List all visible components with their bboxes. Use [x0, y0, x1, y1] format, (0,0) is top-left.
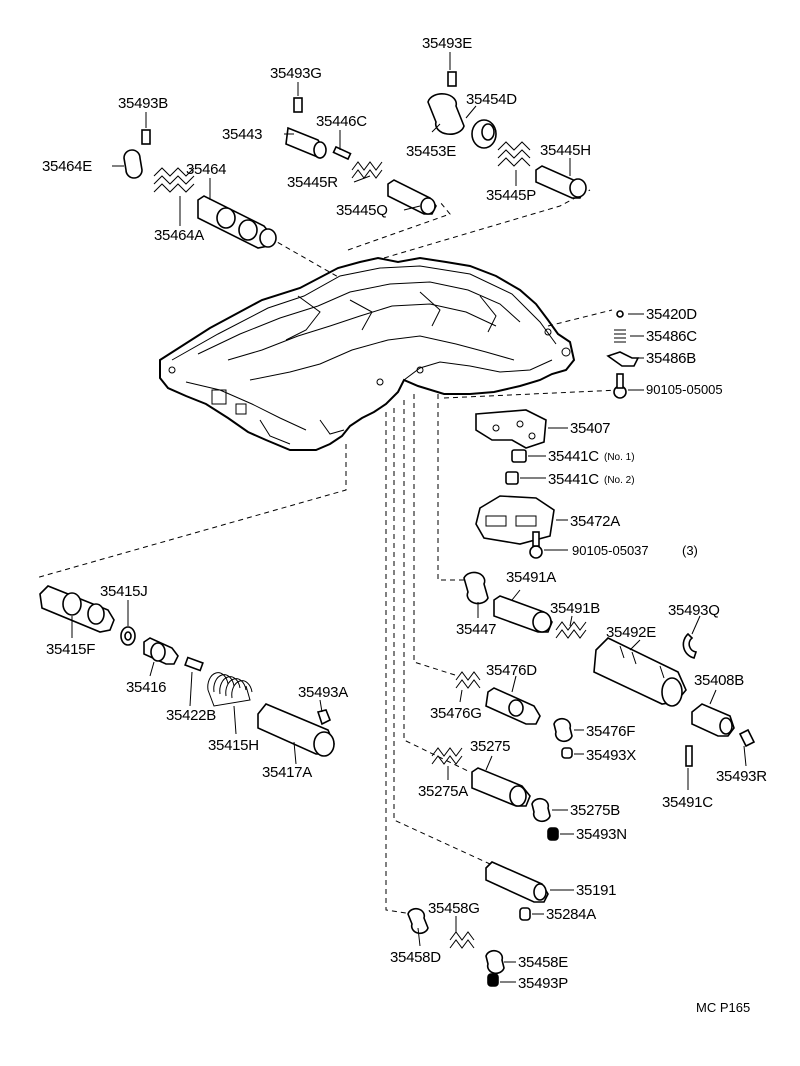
label-35492E: 35492E — [606, 624, 656, 641]
valve-group-35476 — [455, 671, 573, 759]
label-35493R: 35493R — [716, 768, 767, 785]
label-35472A: 35472A — [570, 513, 620, 530]
valve-group-35491 — [463, 571, 587, 639]
note-no1: (No. 1) — [604, 452, 635, 463]
label-35445R: 35445R — [287, 174, 338, 191]
plate-35407 — [475, 409, 547, 449]
label-35493G: 35493G — [270, 65, 322, 82]
label-35493A: 35493A — [298, 684, 348, 701]
label-35458G: 35458G — [428, 900, 480, 917]
label-35445Q: 35445Q — [336, 202, 388, 219]
label-35275A: 35275A — [418, 783, 468, 800]
label-90105-05037: 90105-05037 — [572, 543, 649, 558]
note-no2: (No. 2) — [604, 475, 635, 486]
label-35447: 35447 — [456, 621, 496, 638]
label-35458D: 35458D — [390, 949, 441, 966]
valve-group-35464 — [123, 129, 277, 249]
valve-group-35454 — [427, 71, 587, 199]
label-35491B: 35491B — [550, 600, 600, 617]
valve-group-35458 — [407, 907, 505, 987]
label-35493B: 35493B — [118, 95, 168, 112]
label-35415H: 35415H — [208, 737, 259, 754]
label-35191: 35191 — [576, 882, 616, 899]
label-90105-05005: 90105-05005 — [646, 382, 723, 397]
label-35464E: 35464E — [42, 158, 92, 175]
label-35408B: 35408B — [694, 672, 744, 689]
part-35441c-2 — [505, 471, 519, 485]
label-35443: 35443 — [222, 126, 262, 143]
label-35407: 35407 — [570, 420, 610, 437]
label-35416: 35416 — [126, 679, 166, 696]
label-35491A: 35491A — [506, 569, 556, 586]
label-35415F: 35415F — [46, 641, 95, 658]
label-35441C-no1: 35441C — [548, 448, 599, 465]
label-35476D: 35476D — [486, 662, 537, 679]
assembly-lines — [35, 189, 621, 915]
valve-group-35191 — [485, 861, 549, 921]
label-35453E: 35453E — [406, 143, 456, 160]
sleeve-35492e — [593, 632, 756, 767]
leader-lines — [71, 52, 747, 983]
label-35422B: 35422B — [166, 707, 216, 724]
label-35476G: 35476G — [430, 705, 482, 722]
label-35445H: 35445H — [540, 142, 591, 159]
valve-group-35420 — [606, 310, 640, 399]
label-35476F: 35476F — [586, 723, 635, 740]
label-35493X: 35493X — [586, 747, 636, 764]
valve-body-plate — [159, 256, 576, 451]
label-35486C: 35486C — [646, 328, 697, 345]
part-labels: 35493E 35493G 35454D 35493B 35446C 35443… — [42, 35, 768, 1015]
label-35464: 35464 — [186, 161, 226, 178]
label-35441C-no2: 35441C — [548, 471, 599, 488]
label-35417A: 35417A — [262, 764, 312, 781]
label-35493N: 35493N — [576, 826, 627, 843]
label-35275B: 35275B — [570, 802, 620, 819]
label-35284A: 35284A — [546, 906, 596, 923]
label-35493Q: 35493Q — [668, 602, 720, 619]
label-35415J: 35415J — [100, 583, 147, 600]
label-35491C: 35491C — [662, 794, 713, 811]
part-35441c-1 — [511, 449, 527, 463]
valve-group-35445 — [285, 97, 437, 215]
valve-group-35275 — [431, 747, 559, 841]
label-35445P: 35445P — [486, 187, 536, 204]
label-35493E: 35493E — [422, 35, 472, 52]
label-35493P: 35493P — [518, 975, 568, 992]
label-35458E: 35458E — [518, 954, 568, 971]
label-35420D: 35420D — [646, 306, 697, 323]
label-35275: 35275 — [470, 738, 510, 755]
note-qty3: (3) — [682, 543, 698, 558]
diagram-code: MC P165 — [696, 1000, 750, 1015]
label-35486B: 35486B — [646, 350, 696, 367]
label-35446C: 35446C — [316, 113, 367, 130]
label-35454D: 35454D — [466, 91, 517, 108]
label-35464A: 35464A — [154, 227, 204, 244]
plate-35472a — [475, 495, 555, 559]
valve-group-35415 — [39, 585, 335, 757]
